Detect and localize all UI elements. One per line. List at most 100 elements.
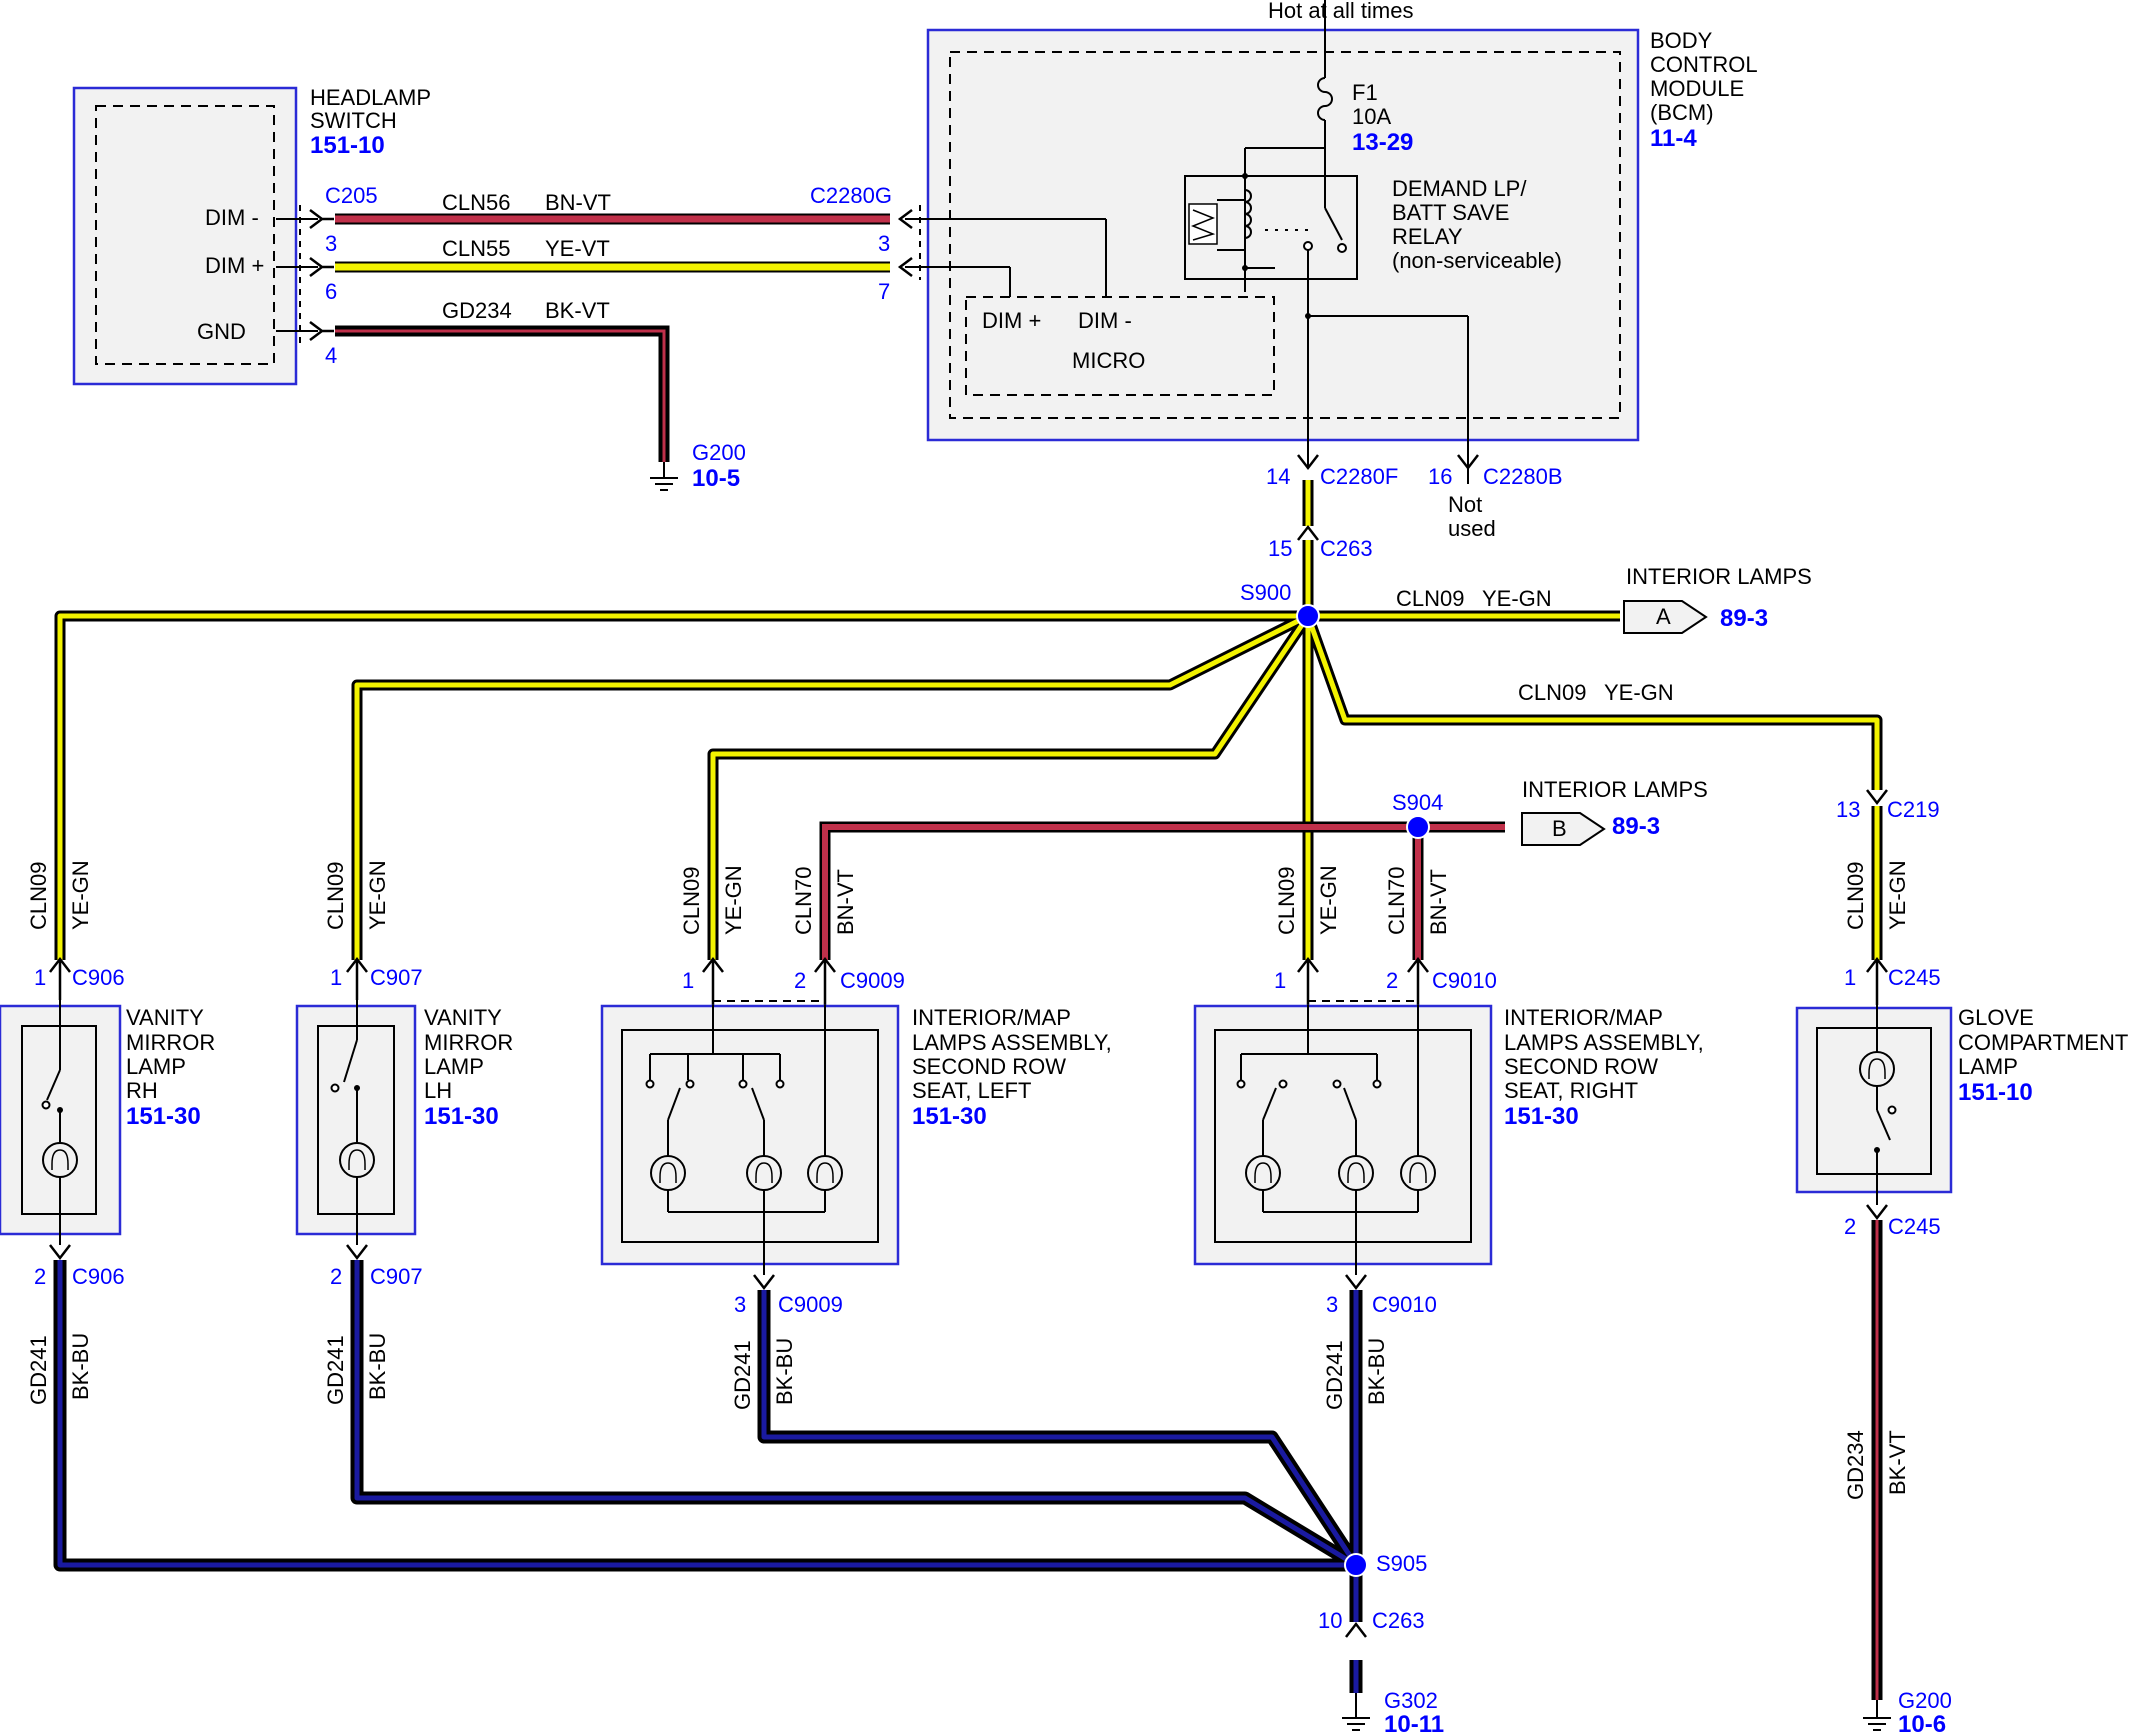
map-left-ref: 151-30 — [912, 1103, 987, 1130]
wire-gd234-top — [335, 325, 670, 462]
offpage-connector-a — [1623, 600, 1708, 634]
map-right-label-1: INTERIOR/MAP — [1504, 1005, 1663, 1030]
vwire-cln09-rh: CLN09 — [26, 862, 51, 930]
pin-2-c245: 2 — [1844, 1214, 1856, 1239]
pin-2-c9010: 2 — [1386, 968, 1398, 993]
relay-label-4: (non-serviceable) — [1392, 248, 1562, 273]
vwire-cln70-mr: CLN70 — [1384, 867, 1409, 935]
micro-dim-plus-label: DIM + — [982, 308, 1041, 333]
fuse-label-1: F1 — [1352, 80, 1378, 105]
connector-a-letter: A — [1656, 604, 1671, 629]
glove-ref: 151-10 — [1958, 1079, 2033, 1106]
map-left-label-4: SEAT, LEFT — [912, 1078, 1031, 1103]
connector-c906-bottom: C906 — [72, 1264, 125, 1289]
connector-c2280g: C2280G — [810, 183, 892, 208]
wire-label-ye-gn-glove: YE-GN — [1604, 680, 1674, 705]
vanity-lh-label-3: LAMP — [424, 1054, 484, 1079]
wire-label-bn-vt-top: BN-VT — [545, 190, 611, 215]
map-right-ref: 151-30 — [1504, 1103, 1579, 1130]
connector-c263-bottom: C263 — [1372, 1608, 1425, 1633]
connector-c2280b: C2280B — [1483, 464, 1563, 489]
pin-1-c9009: 1 — [682, 968, 694, 993]
fuse-ref: 13-29 — [1352, 129, 1413, 156]
relay-label-2: BATT SAVE — [1392, 200, 1509, 225]
pin-1-c906: 1 — [34, 965, 46, 990]
ground-g302: G302 — [1384, 1688, 1438, 1713]
vwire-ye-gn-ml: YE-GN — [721, 865, 746, 935]
pin-2-c906: 2 — [34, 1264, 46, 1289]
vwire-gd234-glove: GD234 — [1843, 1430, 1868, 1500]
connector-c245-bottom: C245 — [1888, 1214, 1941, 1239]
map-right-label-2: LAMPS ASSEMBLY, — [1504, 1030, 1704, 1055]
bcm-label-4: (BCM) — [1650, 100, 1714, 125]
micro-dim-minus-label: DIM - — [1078, 308, 1132, 333]
pin-3-c9009: 3 — [734, 1292, 746, 1317]
glove-label-2: COMPARTMENT — [1958, 1030, 2128, 1055]
vwire-gd241-lh: GD241 — [323, 1335, 348, 1405]
interior-map-lamps-left — [600, 1004, 900, 1275]
relay-label-3: RELAY — [1392, 224, 1463, 249]
not-used-label-1: Not — [1448, 492, 1482, 517]
ground-g200-top: G200 — [692, 440, 746, 465]
pin-3-right: 3 — [878, 231, 890, 256]
map-left-label-2: LAMPS ASSEMBLY, — [912, 1030, 1112, 1055]
vwire-ye-gn-mr: YE-GN — [1316, 865, 1341, 935]
bcm-label-1: BODY — [1650, 28, 1713, 53]
pin-7-right: 7 — [878, 279, 890, 304]
pin-14: 14 — [1266, 464, 1290, 489]
map-right-label-4: SEAT, RIGHT — [1504, 1078, 1638, 1103]
ground-g200-bottom-ref: 10-6 — [1898, 1711, 1946, 1735]
offpage-connector-b — [1521, 812, 1606, 846]
glove-label-1: GLOVE — [1958, 1005, 2034, 1030]
vanity-rh-label-2: MIRROR — [126, 1030, 215, 1055]
interior-lamps-a-ref: 89-3 — [1720, 605, 1768, 632]
connector-c245-top: C245 — [1888, 965, 1941, 990]
interior-lamps-b-ref: 89-3 — [1612, 813, 1660, 840]
bcm-ref: 11-4 — [1650, 125, 1697, 152]
vwire-gd241-mr: GD241 — [1322, 1340, 1347, 1410]
vwire-ye-gn-rh: YE-GN — [68, 860, 93, 930]
splice-s905-dot — [1344, 1553, 1368, 1577]
wire-label-cln55: CLN55 — [442, 236, 510, 261]
vwire-bk-vt-glove: BK-VT — [1885, 1430, 1910, 1495]
pin-2-c907: 2 — [330, 1264, 342, 1289]
vwire-gd241-ml: GD241 — [730, 1340, 755, 1410]
vwire-cln70-ml: CLN70 — [791, 867, 816, 935]
splice-s904: S904 — [1392, 790, 1443, 815]
splice-s900-dot — [1296, 604, 1320, 628]
connector-c9010-top: C9010 — [1432, 968, 1497, 993]
relay-label-1: DEMAND LP/ — [1392, 176, 1527, 201]
wire-label-ye-vt: YE-VT — [545, 236, 610, 261]
pin-4-left: 4 — [325, 343, 337, 368]
wire-label-cln56: CLN56 — [442, 190, 510, 215]
headlamp-switch-label-2: SWITCH — [310, 108, 397, 133]
pin-16: 16 — [1428, 464, 1452, 489]
connector-c9010-bottom: C9010 — [1372, 1292, 1437, 1317]
connector-c2280f: C2280F — [1320, 464, 1398, 489]
pin-1-c907: 1 — [330, 965, 342, 990]
vwire-bk-bu-mr: BK-BU — [1364, 1338, 1389, 1405]
vwire-ye-gn-lh: YE-GN — [365, 860, 390, 930]
ground-g302-ref: 10-11 — [1384, 1711, 1444, 1735]
vanity-mirror-lamp-lh — [295, 1000, 417, 1245]
wire-cln09-harness — [54, 610, 1883, 960]
headlamp-switch-ref: 151-10 — [310, 132, 385, 159]
connector-b-letter: B — [1552, 816, 1567, 841]
vwire-cln09-mr: CLN09 — [1274, 867, 1299, 935]
vanity-mirror-lamp-rh — [0, 1000, 122, 1245]
interior-lamps-a-label: INTERIOR LAMPS — [1626, 564, 1812, 589]
vanity-rh-label-4: RH — [126, 1078, 158, 1103]
pin-6-left: 6 — [325, 279, 337, 304]
pin-1-c9010: 1 — [1274, 968, 1286, 993]
wire-label-cln09-glove: CLN09 — [1518, 680, 1586, 705]
vanity-rh-label-3: LAMP — [126, 1054, 186, 1079]
dim-plus-label: DIM + — [205, 253, 264, 278]
connector-c907-top: C907 — [370, 965, 423, 990]
headlamp-switch-label-1: HEADLAMP — [310, 85, 431, 110]
vwire-bn-vt-mr: BN-VT — [1426, 869, 1451, 935]
gnd-label: GND — [197, 319, 246, 344]
vanity-lh-label-2: MIRROR — [424, 1030, 513, 1055]
connector-c205: C205 — [325, 183, 378, 208]
wire-label-bk-vt-top: BK-VT — [545, 298, 610, 323]
